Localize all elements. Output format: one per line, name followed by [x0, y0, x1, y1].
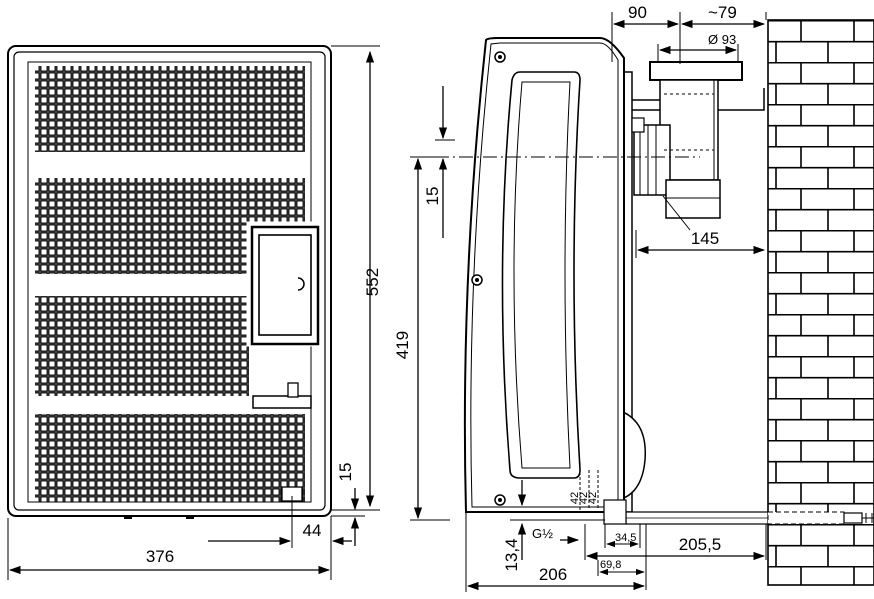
brick-wall: [767, 19, 874, 586]
side-window: [501, 71, 581, 479]
dim-depth-206: 206: [539, 565, 567, 584]
dim-top-15: 15: [423, 187, 442, 206]
front-view: 552 15 44 376: [7, 45, 382, 580]
gas-thread-label: G½: [532, 526, 553, 541]
small-label-1: 42: [569, 492, 581, 504]
dim-height-552: 552: [363, 268, 382, 296]
dim-width-376: 376: [146, 547, 174, 566]
gas-tap: [252, 395, 312, 409]
flue-cap: [649, 61, 743, 81]
dim-pipe-offset: 34,5: [615, 532, 636, 544]
knob-icon: [297, 277, 305, 291]
dim-flue-outer: ~79: [708, 3, 737, 22]
dim-flue-diameter: Ø 93: [708, 32, 736, 47]
small-label-3: 42: [587, 492, 599, 504]
dim-gas-height: 13,4: [502, 538, 521, 571]
dim-height-419: 419: [393, 331, 412, 359]
dim-flue-top-90: 90: [628, 3, 647, 22]
front-housing: [7, 45, 332, 517]
dim-bottom-15: 15: [336, 463, 355, 482]
side-view: 419 15 13,4 G½ 42 42 42 34,5 205,5 69,8: [393, 3, 874, 592]
small-label-2: 42: [578, 492, 590, 504]
dim-pipe-depth: 69,8: [600, 559, 621, 571]
dim-flue-145: 145: [691, 229, 719, 248]
dim-offset-44: 44: [303, 521, 322, 540]
grille-band-1: [35, 66, 305, 152]
grille-band-4: [35, 414, 305, 502]
dim-wall-distance: 205,5: [679, 535, 722, 554]
grille-band-3: [35, 296, 249, 396]
